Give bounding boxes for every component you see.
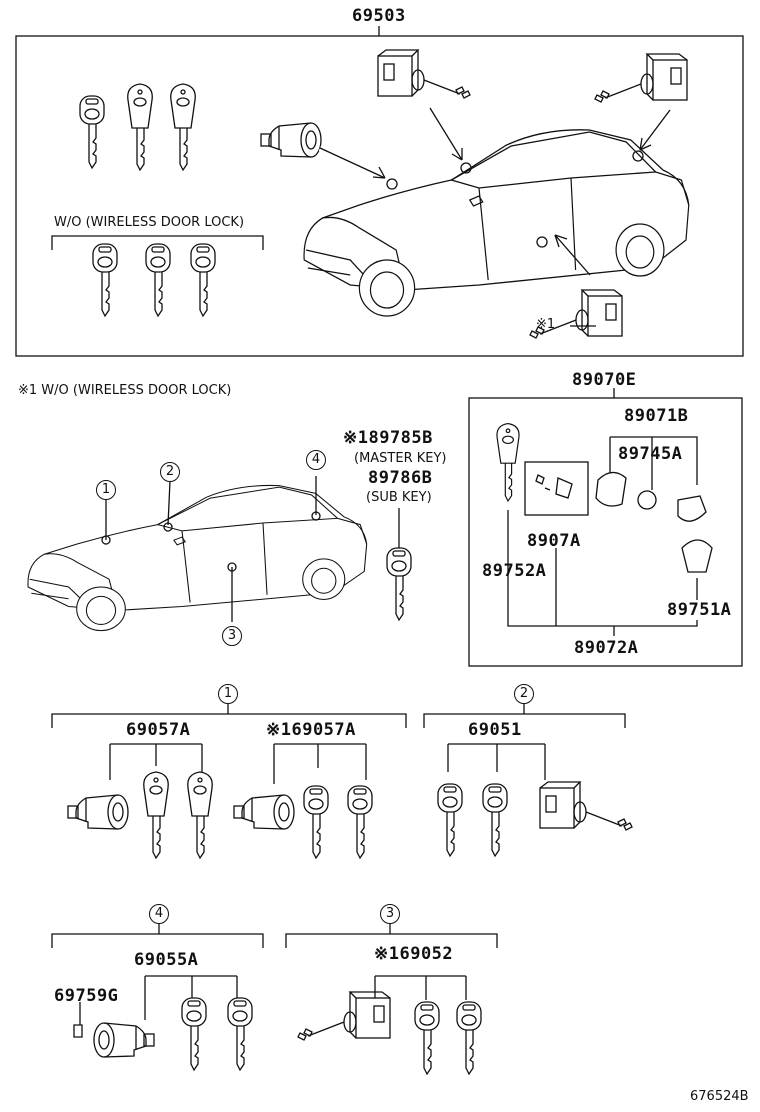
label-89752A: 89752A: [482, 561, 547, 581]
label-89072A: 89072A: [574, 638, 639, 658]
callout-1-car: 1: [96, 480, 116, 500]
label-note-text: ※1 W/O (WIRELESS DOOR LOCK): [18, 383, 232, 398]
label-69057A-b: ※169057A: [266, 720, 356, 740]
callout-1-section: 1: [218, 684, 238, 704]
label-sub-key: (SUB KEY): [366, 490, 432, 505]
label-8907A: 8907A: [527, 531, 581, 551]
label-89751A: 89751A: [667, 600, 732, 620]
callout-3-car: 3: [222, 626, 242, 646]
label-69052: ※169052: [374, 944, 454, 964]
callout-2-car: 2: [160, 462, 180, 482]
label-89785B: ※189785B: [343, 428, 433, 448]
label-69759G: 69759G: [54, 986, 119, 1006]
label-69055A: 69055A: [134, 950, 199, 970]
label-89786B: 89786B: [368, 468, 433, 488]
label-note-mark: ※1: [536, 317, 556, 332]
callout-4-car: 4: [306, 450, 326, 470]
label-89745A: 89745A: [618, 444, 683, 464]
label-89071B: 89071B: [624, 406, 689, 426]
diagram-id: 676524B: [690, 1089, 749, 1104]
callout-3-section: 3: [380, 904, 400, 924]
label-wo-wireless-top: W/O (WIRELESS DOOR LOCK): [54, 215, 245, 230]
label-69503: 69503: [352, 6, 406, 26]
label-69057A-a: 69057A: [126, 720, 191, 740]
callout-2-section: 2: [514, 684, 534, 704]
callout-4-section: 4: [149, 904, 169, 924]
label-69051: 69051: [468, 720, 522, 740]
label-master-key: (MASTER KEY): [354, 451, 447, 466]
label-89070E: 89070E: [572, 370, 637, 390]
